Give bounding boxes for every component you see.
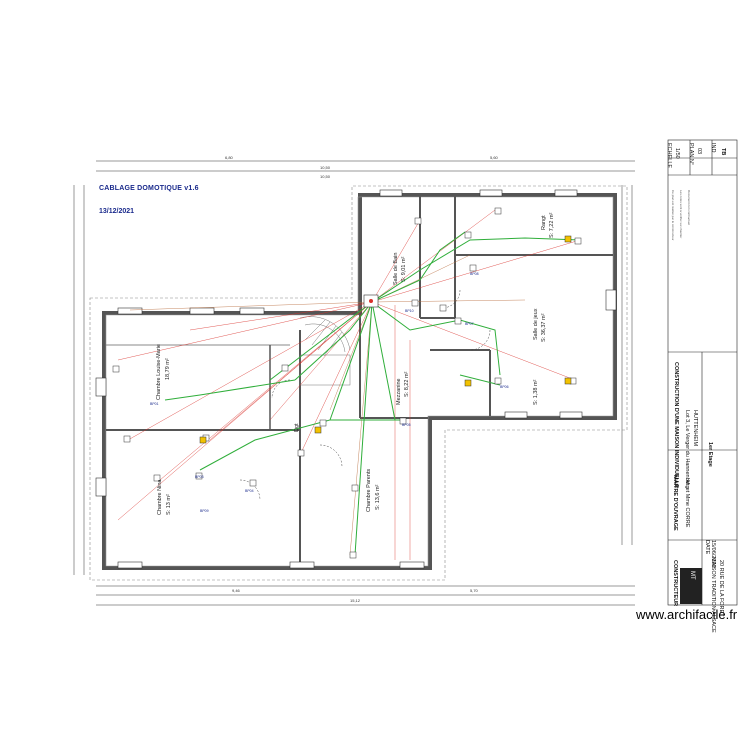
drawing-date: 13/12/2021	[99, 208, 135, 215]
cartouche-constructeur-label: CONSTRUCTEUR	[672, 560, 678, 607]
svg-text:6,80: 6,80	[225, 155, 234, 160]
cartouche-date-value: 15/06/2020	[710, 540, 716, 568]
svg-text:9,46: 9,46	[232, 588, 241, 593]
svg-text:BP07: BP07	[465, 322, 474, 326]
cartouche-ech-value: 1/50	[674, 148, 680, 159]
watermark-text: www.archifacile.fr	[636, 607, 738, 622]
svg-text:5,60: 5,60	[490, 155, 499, 160]
dimension-lines	[73, 160, 635, 606]
roof-outline	[89, 185, 628, 581]
cartouche-maitre-label: MAITRE D'OUVRAGE	[672, 475, 678, 531]
svg-text:15,12: 15,12	[350, 598, 361, 603]
cartouche-ind-label: IND	[710, 143, 716, 153]
svg-text:10,50: 10,50	[320, 174, 331, 179]
red-cables	[117, 209, 581, 560]
cartouche-niveau: 1er Etage	[707, 442, 713, 467]
cartouche-maitre-name: M. et Mme CORRE	[684, 480, 690, 528]
walls	[102, 193, 617, 570]
svg-text:Ce plan est réalisé par le con: Ce plan est réalisé par le constructeur	[671, 190, 675, 241]
green-cables	[164, 231, 581, 556]
svg-text:BP09: BP09	[200, 509, 209, 513]
svg-text:5,70: 5,70	[470, 588, 479, 593]
svg-text:Les cotes sont à vérifier sur: Les cotes sont à vérifier sur chantier	[679, 190, 683, 238]
cartouche-projet-addr: Lot 3, Le Verger du Hannenberg	[684, 410, 690, 489]
device-tags: BP01 BP03 BP04 BP05 BP06 BP07 BP08 BP09 …	[150, 272, 509, 513]
domotic-hub	[363, 294, 379, 308]
svg-text:BP01: BP01	[150, 402, 159, 406]
cartouche-plan-label: PLAN N°	[688, 143, 694, 166]
drawing-title: CABLAGE DOMOTIQUE v1.6	[99, 185, 199, 192]
device-markers	[112, 207, 582, 559]
svg-text:BP04: BP04	[245, 489, 254, 493]
svg-text:BP10: BP10	[405, 309, 414, 313]
svg-text:BP06: BP06	[500, 385, 509, 389]
constructeur-logo: MT	[680, 568, 702, 604]
windows	[95, 189, 617, 569]
cartouche-projet-city: HUTTENHEIM	[692, 410, 698, 447]
dimension-ticks: 6,80 10,50 5,60 10,50 9,46 5,70 15,12	[225, 155, 499, 603]
cartouche-plan-value: 03	[696, 148, 702, 155]
cartouche-ech-label: ECHELLE	[666, 143, 672, 169]
cartouche-ind-value: TB	[720, 148, 726, 156]
cartouche-projet-title: CONSTRUCTION D'UNE MAISON INDIVIDUELLE	[673, 362, 679, 488]
svg-text:10,50: 10,50	[320, 165, 331, 170]
svg-text:BP05: BP05	[402, 423, 411, 427]
svg-text:Document non contractuel: Document non contractuel	[687, 190, 691, 225]
svg-text:BP08: BP08	[470, 272, 479, 276]
svg-text:BP03: BP03	[195, 475, 204, 479]
